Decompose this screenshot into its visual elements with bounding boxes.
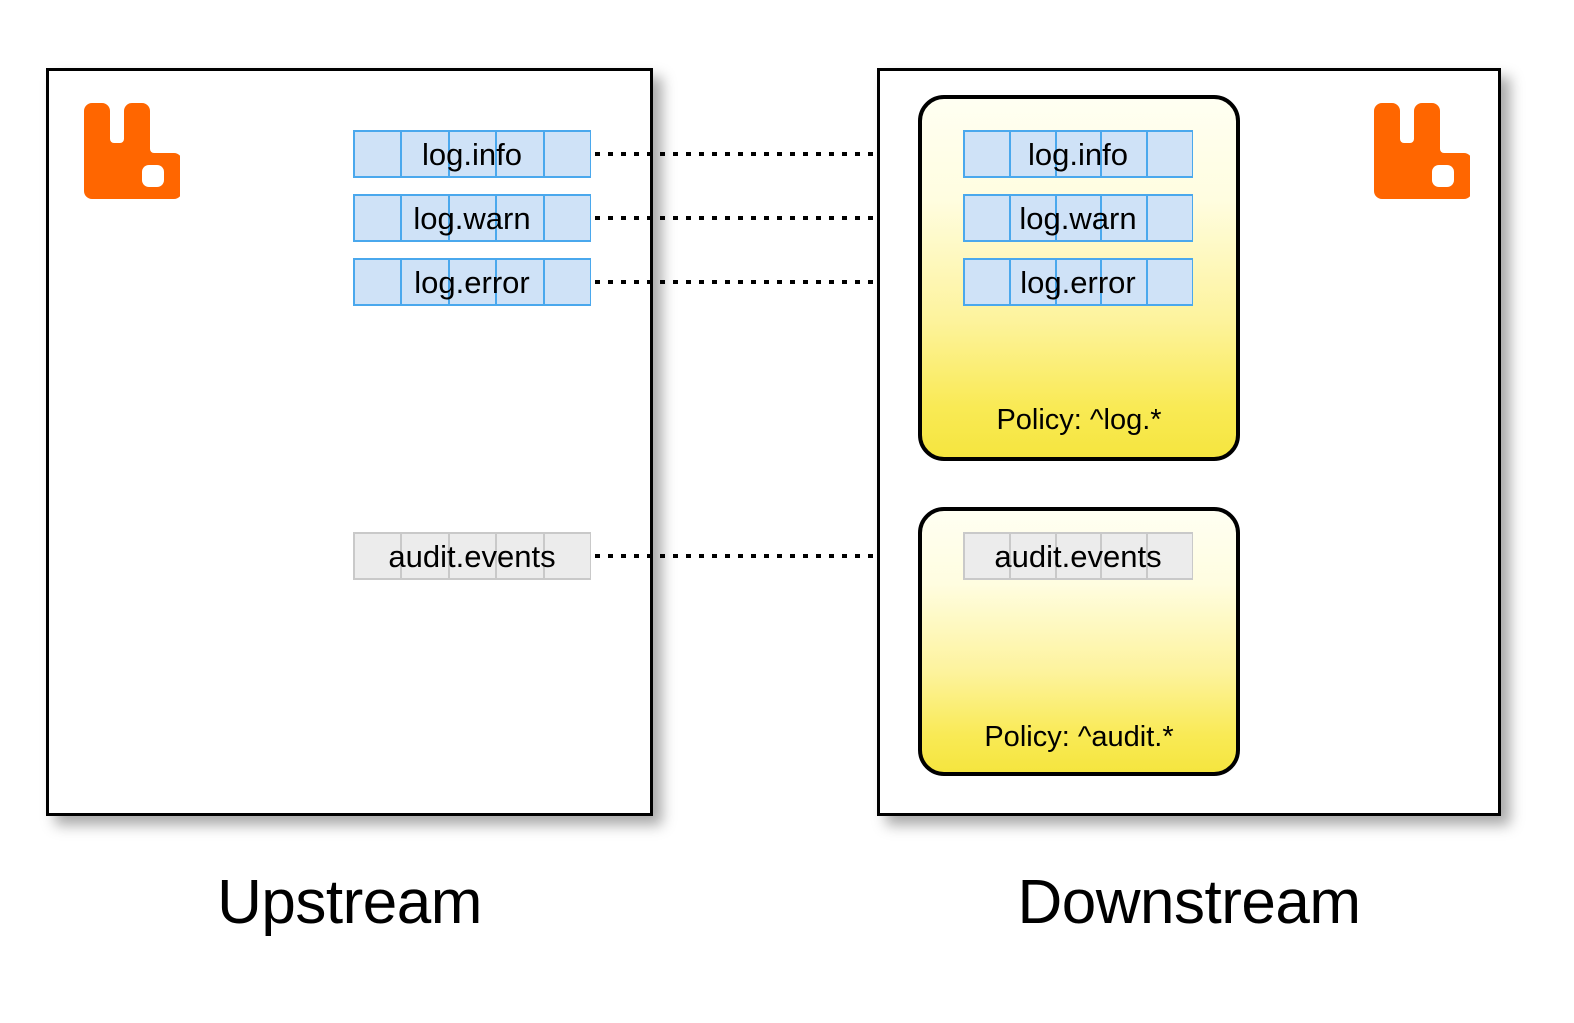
- queue-segment: [1009, 194, 1056, 242]
- queue-segment: [353, 532, 402, 580]
- queue-segment: [1009, 532, 1056, 580]
- queue-downstream-log-info[interactable]: log.info: [963, 130, 1193, 178]
- queue-segment: [1009, 130, 1056, 178]
- queue-segment: [448, 130, 497, 178]
- queue-segment: [1101, 258, 1148, 306]
- queue-segment: [1055, 258, 1102, 306]
- queue-segment: [401, 194, 449, 242]
- queue-segment: [963, 532, 1010, 580]
- queue-segment: [1055, 194, 1102, 242]
- queue-segment: [543, 258, 592, 306]
- queue-segment: [353, 258, 402, 306]
- queue-segment: [1009, 258, 1056, 306]
- queue-segment: [448, 532, 497, 580]
- rabbitmq-logo-icon: [1366, 99, 1472, 203]
- queue-segment: [543, 532, 592, 580]
- queue-upstream-log-warn[interactable]: log.warn: [353, 194, 592, 242]
- queue-segment: [1055, 532, 1102, 580]
- broker-caption-upstream: Upstream: [217, 868, 482, 937]
- queue-segment: [353, 194, 402, 242]
- queue-segment: [401, 258, 449, 306]
- queue-segment: [1147, 258, 1193, 306]
- federation-link-audit-events: [595, 554, 929, 558]
- queue-segment: [1101, 194, 1148, 242]
- queue-segment: [963, 258, 1010, 306]
- queue-upstream-log-error[interactable]: log.error: [353, 258, 592, 306]
- queue-segment: [963, 194, 1010, 242]
- queue-segment: [496, 258, 544, 306]
- queue-downstream-audit-events[interactable]: audit.events: [963, 532, 1193, 580]
- policy-label: Policy: ^log.*: [996, 404, 1162, 436]
- queue-segment: [401, 532, 449, 580]
- queue-segment: [963, 130, 1010, 178]
- broker-caption-downstream: Downstream: [1017, 868, 1362, 937]
- federation-link-log-info: [595, 152, 929, 156]
- queue-segment: [401, 130, 449, 178]
- queue-segment: [496, 130, 544, 178]
- queue-segment: [1101, 532, 1148, 580]
- queue-segment: [1147, 130, 1193, 178]
- rabbitmq-logo-icon: [76, 99, 182, 203]
- queue-segment: [496, 532, 544, 580]
- queue-segment: [448, 194, 497, 242]
- queue-segment: [1147, 194, 1193, 242]
- queue-segment: [1147, 532, 1193, 580]
- queue-segment: [1055, 130, 1102, 178]
- federation-link-log-error: [595, 280, 929, 284]
- queue-downstream-log-warn[interactable]: log.warn: [963, 194, 1193, 242]
- queue-segment: [1101, 130, 1148, 178]
- policy-label: Policy: ^audit.*: [984, 721, 1174, 753]
- queue-upstream-log-info[interactable]: log.info: [353, 130, 592, 178]
- queue-segment: [543, 130, 592, 178]
- queue-segment: [543, 194, 592, 242]
- federation-link-log-warn: [595, 216, 929, 220]
- queue-segment: [496, 194, 544, 242]
- queue-upstream-audit-events[interactable]: audit.events: [353, 532, 592, 580]
- queue-downstream-log-error[interactable]: log.error: [963, 258, 1193, 306]
- queue-segment: [448, 258, 497, 306]
- queue-segment: [353, 130, 402, 178]
